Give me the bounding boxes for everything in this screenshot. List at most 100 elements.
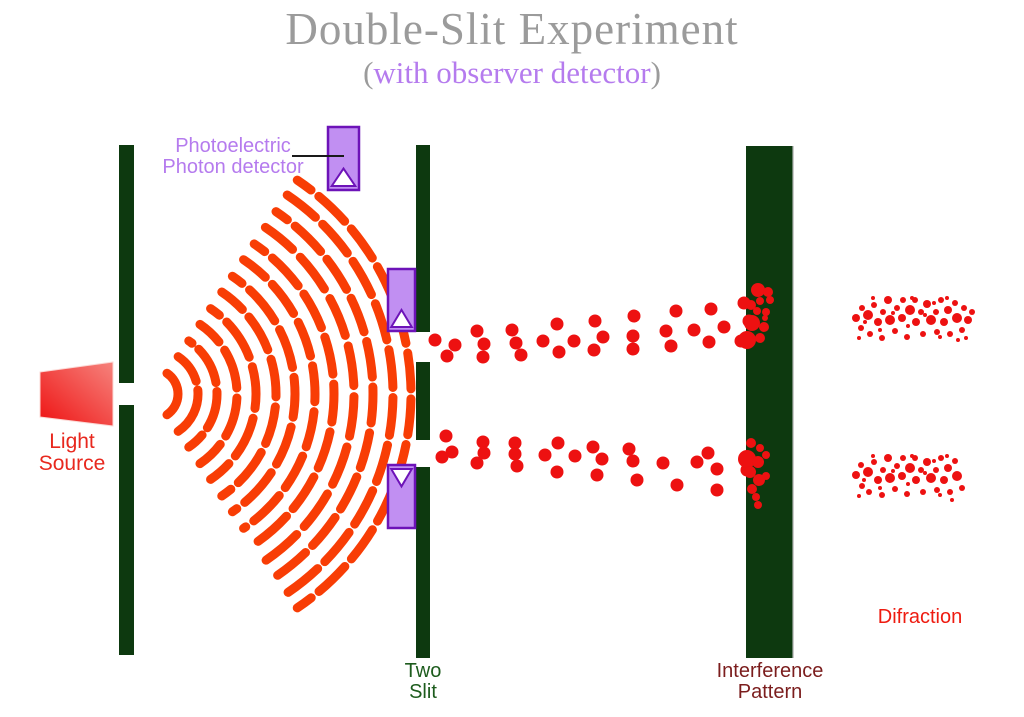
photon-dot-top-stream: [626, 329, 640, 343]
photon-dot-top-stream: [669, 304, 683, 318]
photon-dot-top-stream: [626, 342, 640, 356]
diffraction-dot-top: [923, 313, 927, 317]
diffraction-dot-bottom: [952, 458, 958, 464]
diffraction-dot-top: [926, 315, 936, 325]
diffraction-dot-bottom: [947, 489, 953, 495]
diffraction-dot-bottom: [898, 472, 906, 480]
diffraction-dot-bottom: [933, 467, 939, 473]
diffraction-dot-top: [947, 331, 953, 337]
photon-dot-top-stream: [505, 323, 519, 337]
photon-dot-top-stream: [659, 324, 673, 338]
diffraction-dot-top: [898, 314, 906, 322]
two-slit-label: Two Slit: [373, 661, 473, 702]
diffraction-dot-top: [918, 309, 924, 315]
diffraction-dot-top: [934, 329, 940, 335]
photon-dot-top-stream: [470, 324, 484, 338]
photon-dot-bottom-stream: [690, 455, 704, 469]
diffraction-dot-top: [923, 300, 931, 308]
wavefront-arc: [249, 239, 339, 549]
photon-detector-upper-slit: [386, 267, 417, 333]
photon-dot-bottom-stream: [710, 462, 724, 476]
diffraction-dot-bottom: [926, 473, 936, 483]
diffraction-dot-bottom: [920, 489, 926, 495]
photon-dot-bottom-stream: [590, 468, 604, 482]
diffraction-dot-top: [910, 296, 914, 300]
screen-hit-dot-bottom: [747, 484, 757, 494]
two-slit-label-line1: Two: [404, 660, 442, 682]
diffraction-dot-bottom: [959, 485, 965, 491]
screen-hit-dot-top: [759, 322, 769, 332]
photon-detector-free-sensor-icon: [329, 166, 358, 187]
diffraction-dot-bottom: [945, 454, 949, 458]
subtitle-close-paren: ): [650, 55, 661, 90]
screen-hit-dot-bottom: [746, 438, 756, 448]
diffraction-dot-bottom: [952, 471, 962, 481]
wavefront-arc: [271, 207, 378, 581]
photon-dot-top-stream: [702, 335, 716, 349]
photon-dot-top-stream: [477, 337, 491, 351]
diffraction-dot-top: [905, 305, 915, 315]
diffraction-dot-top: [874, 318, 882, 326]
two-slit-wall-top: [416, 145, 430, 332]
photon-dot-top-stream: [440, 349, 454, 363]
wavefront-arc: [162, 368, 183, 420]
diffraction-dot-bottom: [879, 492, 885, 498]
diffraction-dot-top: [879, 335, 885, 341]
wavefront-arc: [184, 336, 222, 452]
diffraction-dot-bottom: [904, 491, 910, 497]
photon-dot-bottom-stream: [622, 442, 636, 456]
photon-dot-bottom-stream: [508, 447, 522, 461]
diffraction-dot-top: [969, 309, 975, 315]
diffraction-dot-top: [938, 297, 944, 303]
diffraction-dot-bottom: [938, 455, 944, 461]
diffraction-dot-bottom: [884, 454, 892, 462]
screen-hit-dot-bottom: [744, 466, 756, 478]
diffraction-dot-bottom: [894, 463, 900, 469]
diffraction-dot-bottom: [863, 467, 873, 477]
wavefront-arc: [206, 304, 261, 484]
photon-dot-top-stream: [536, 334, 550, 348]
screen-hit-dot-bottom: [754, 501, 762, 509]
diffraction-dot-top: [867, 331, 873, 337]
diffraction-dot-top: [920, 331, 926, 337]
interference-pattern-label: Interference Pattern: [700, 661, 840, 702]
photon-dot-top-stream: [550, 317, 564, 331]
diffraction-dot-top: [859, 305, 865, 311]
diffraction-dot-bottom: [871, 459, 877, 465]
photon-dot-bottom-stream: [710, 483, 724, 497]
diffraction-dot-top: [964, 316, 972, 324]
photon-dot-bottom-stream: [439, 429, 453, 443]
screen-hit-dot-top: [738, 331, 756, 349]
screen-hit-dot-bottom: [738, 450, 756, 468]
photon-dot-top-stream: [588, 314, 602, 328]
wavefront-arc: [227, 271, 300, 517]
interference-screen-edge: [792, 146, 794, 658]
diffraction-dot-bottom: [866, 489, 872, 495]
screen-hit-dot-top: [763, 287, 773, 297]
left-wall-lower: [119, 405, 134, 655]
diffraction-dot-bottom: [874, 476, 882, 484]
diffraction-dot-bottom: [857, 494, 861, 498]
diffraction-dot-top: [933, 309, 939, 315]
screen-hit-dot-bottom: [752, 493, 760, 501]
diffraction-dot-top: [863, 320, 867, 324]
diffraction-dot-top: [964, 336, 968, 340]
photon-dot-top-stream: [596, 330, 610, 344]
wavefront-arc: [292, 175, 416, 613]
diffraction-dot-top: [912, 318, 920, 326]
photon-dot-bottom-stream: [626, 454, 640, 468]
diffraction-dot-bottom: [905, 463, 915, 473]
interference-label-line1: Interference: [716, 660, 824, 682]
diffraction-dot-bottom: [940, 476, 948, 484]
diffraction-dot-bottom: [871, 454, 875, 458]
subtitle-open-paren: (: [363, 55, 374, 90]
light-source: [39, 361, 114, 427]
photon-dot-top-stream: [509, 336, 523, 350]
diffraction-dot-top: [892, 328, 898, 334]
interference-label-line2: Pattern: [737, 680, 803, 703]
photon-detector-lower-slit-sensor-icon: [389, 468, 414, 489]
photon-dot-bottom-stream: [550, 465, 564, 479]
page-subtitle: (with observer detector): [0, 55, 1024, 90]
light-source-label-line2: Source: [38, 451, 106, 475]
diffraction-dot-top: [904, 334, 910, 340]
